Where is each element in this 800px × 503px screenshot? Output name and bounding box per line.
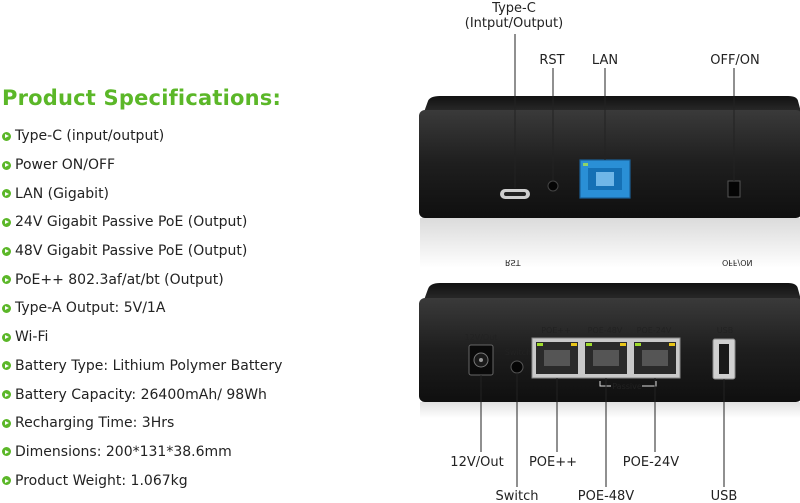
rear-reflection: [420, 402, 800, 418]
front-top-edge: [424, 96, 800, 112]
reset-button-icon: [547, 180, 559, 192]
spec-item-wifi: Wi-Fi: [2, 323, 282, 352]
lan-led-icon: [583, 163, 588, 166]
spec-item-24v-poe: 24V Gigabit Passive PoE (Output): [2, 208, 282, 237]
bullet-arrow-icon: [2, 189, 11, 199]
poe-24v-port-contacts: [642, 350, 668, 366]
spec-item-battery-type: Battery Type: Lithium Polymer Battery: [2, 352, 282, 381]
callout-switch-label: Switch: [496, 489, 539, 503]
led-icon: [586, 343, 592, 346]
spec-text: Recharging Time: 3Hrs: [15, 415, 175, 432]
led-icon: [620, 343, 626, 346]
spec-text: PoE++ 802.3af/at/bt (Output): [15, 271, 224, 288]
bullet-arrow-icon: [2, 160, 11, 170]
panel-label-poe-48v: POE-48V: [588, 326, 623, 335]
spec-item-weight: Product Weight: 1.067kg: [2, 466, 282, 495]
spec-text: Type-A Output: 5V/1A: [15, 300, 166, 317]
callout-12v-label: 12V/Out: [450, 455, 503, 470]
led-icon: [635, 343, 641, 346]
bullet-arrow-icon: [2, 476, 11, 486]
bullet-arrow-icon: [2, 447, 11, 457]
rear-view: 12V/Out Switch POE++ POE-48V POE-24V USB…: [419, 283, 800, 503]
poe-plus-port-contacts: [544, 350, 570, 366]
callout-usb-label: USB: [711, 489, 738, 503]
reflection-offon-text: OFF/ON: [722, 258, 752, 267]
panel-label-usb: USB: [717, 326, 733, 335]
bullet-arrow-icon: [2, 246, 11, 256]
panel-label-poe-plus: POE++: [541, 326, 571, 335]
callout-lan-label: LAN: [592, 53, 618, 68]
lan-port-contacts: [596, 172, 614, 186]
callout-type-c-sublabel: (Intput/Output): [465, 16, 563, 31]
led-icon: [669, 343, 675, 346]
spec-text: Wi-Fi: [15, 329, 49, 346]
passive-bracket: [599, 381, 657, 387]
callout-poe-plus-label: POE++: [529, 455, 577, 470]
specs-title: Product Specifications:: [2, 86, 282, 110]
dc-jack-pin: [479, 358, 483, 362]
spec-text: LAN (Gigabit): [15, 185, 110, 202]
callout-poe-24v-label: POE-24V: [623, 455, 680, 470]
spec-item-power: Power ON/OFF: [2, 151, 282, 180]
poe-48v-port-contacts: [593, 350, 619, 366]
rear-top-edge: [424, 283, 800, 300]
spec-text: Product Weight: 1.067kg: [15, 472, 188, 489]
callout-type-c-label: Type-C: [491, 1, 536, 16]
spec-text: Power ON/OFF: [15, 157, 116, 174]
panel-label-poe-24v: POE-24V: [637, 326, 672, 335]
spec-text: 48V Gigabit Passive PoE (Output): [15, 243, 248, 260]
front-reflection: [420, 218, 800, 268]
bullet-arrow-icon: [2, 332, 11, 342]
switch-button-icon: [510, 360, 524, 374]
spec-text: Dimensions: 200*131*38.6mm: [15, 443, 232, 460]
bullet-arrow-icon: [2, 418, 11, 428]
bullet-arrow-icon: [2, 303, 11, 313]
bullet-arrow-icon: [2, 390, 11, 400]
spec-item-poe-plus: PoE++ 802.3af/at/bt (Output): [2, 265, 282, 294]
panel-label-12v: 12V/Out: [465, 333, 498, 342]
power-switch-icon: [727, 180, 741, 198]
spec-item-type-c: Type-C (input/output): [2, 122, 282, 151]
spec-list: Type-C (input/output) Power ON/OFF LAN (…: [2, 122, 282, 495]
usb-port-slot: [719, 344, 729, 374]
panel-label-switch: Switch: [505, 348, 531, 357]
spec-text: Type-C (input/output): [15, 128, 165, 145]
type-c-port-slot: [504, 192, 526, 196]
callout-poe-48v-label: POE-48V: [578, 489, 635, 503]
reflection-rst-text: RST: [505, 258, 521, 267]
panel-label-passive: Passive: [612, 382, 642, 391]
spec-text: Battery Type: Lithium Polymer Battery: [15, 357, 283, 374]
spec-item-battery-capacity: Battery Capacity: 26400mAh/ 98Wh: [2, 380, 282, 409]
spec-item-lan: LAN (Gigabit): [2, 179, 282, 208]
spec-item-recharging-time: Recharging Time: 3Hrs: [2, 409, 282, 438]
front-view: RST OFF/ON Type-C (Intput/Output) RST LA…: [419, 1, 800, 268]
bullet-arrow-icon: [2, 275, 11, 285]
spec-text: Battery Capacity: 26400mAh/ 98Wh: [15, 386, 267, 403]
bullet-arrow-icon: [2, 131, 11, 141]
spec-item-48v-poe: 48V Gigabit Passive PoE (Output): [2, 237, 282, 266]
callout-rst-label: RST: [539, 53, 564, 68]
spec-item-type-a: Type-A Output: 5V/1A: [2, 294, 282, 323]
led-icon: [537, 343, 543, 346]
bullet-arrow-icon: [2, 361, 11, 371]
callout-offon-label: OFF/ON: [710, 53, 760, 68]
spec-item-dimensions: Dimensions: 200*131*38.6mm: [2, 438, 282, 467]
spec-text: 24V Gigabit Passive PoE (Output): [15, 214, 248, 231]
bullet-arrow-icon: [2, 217, 11, 227]
led-icon: [571, 343, 577, 346]
